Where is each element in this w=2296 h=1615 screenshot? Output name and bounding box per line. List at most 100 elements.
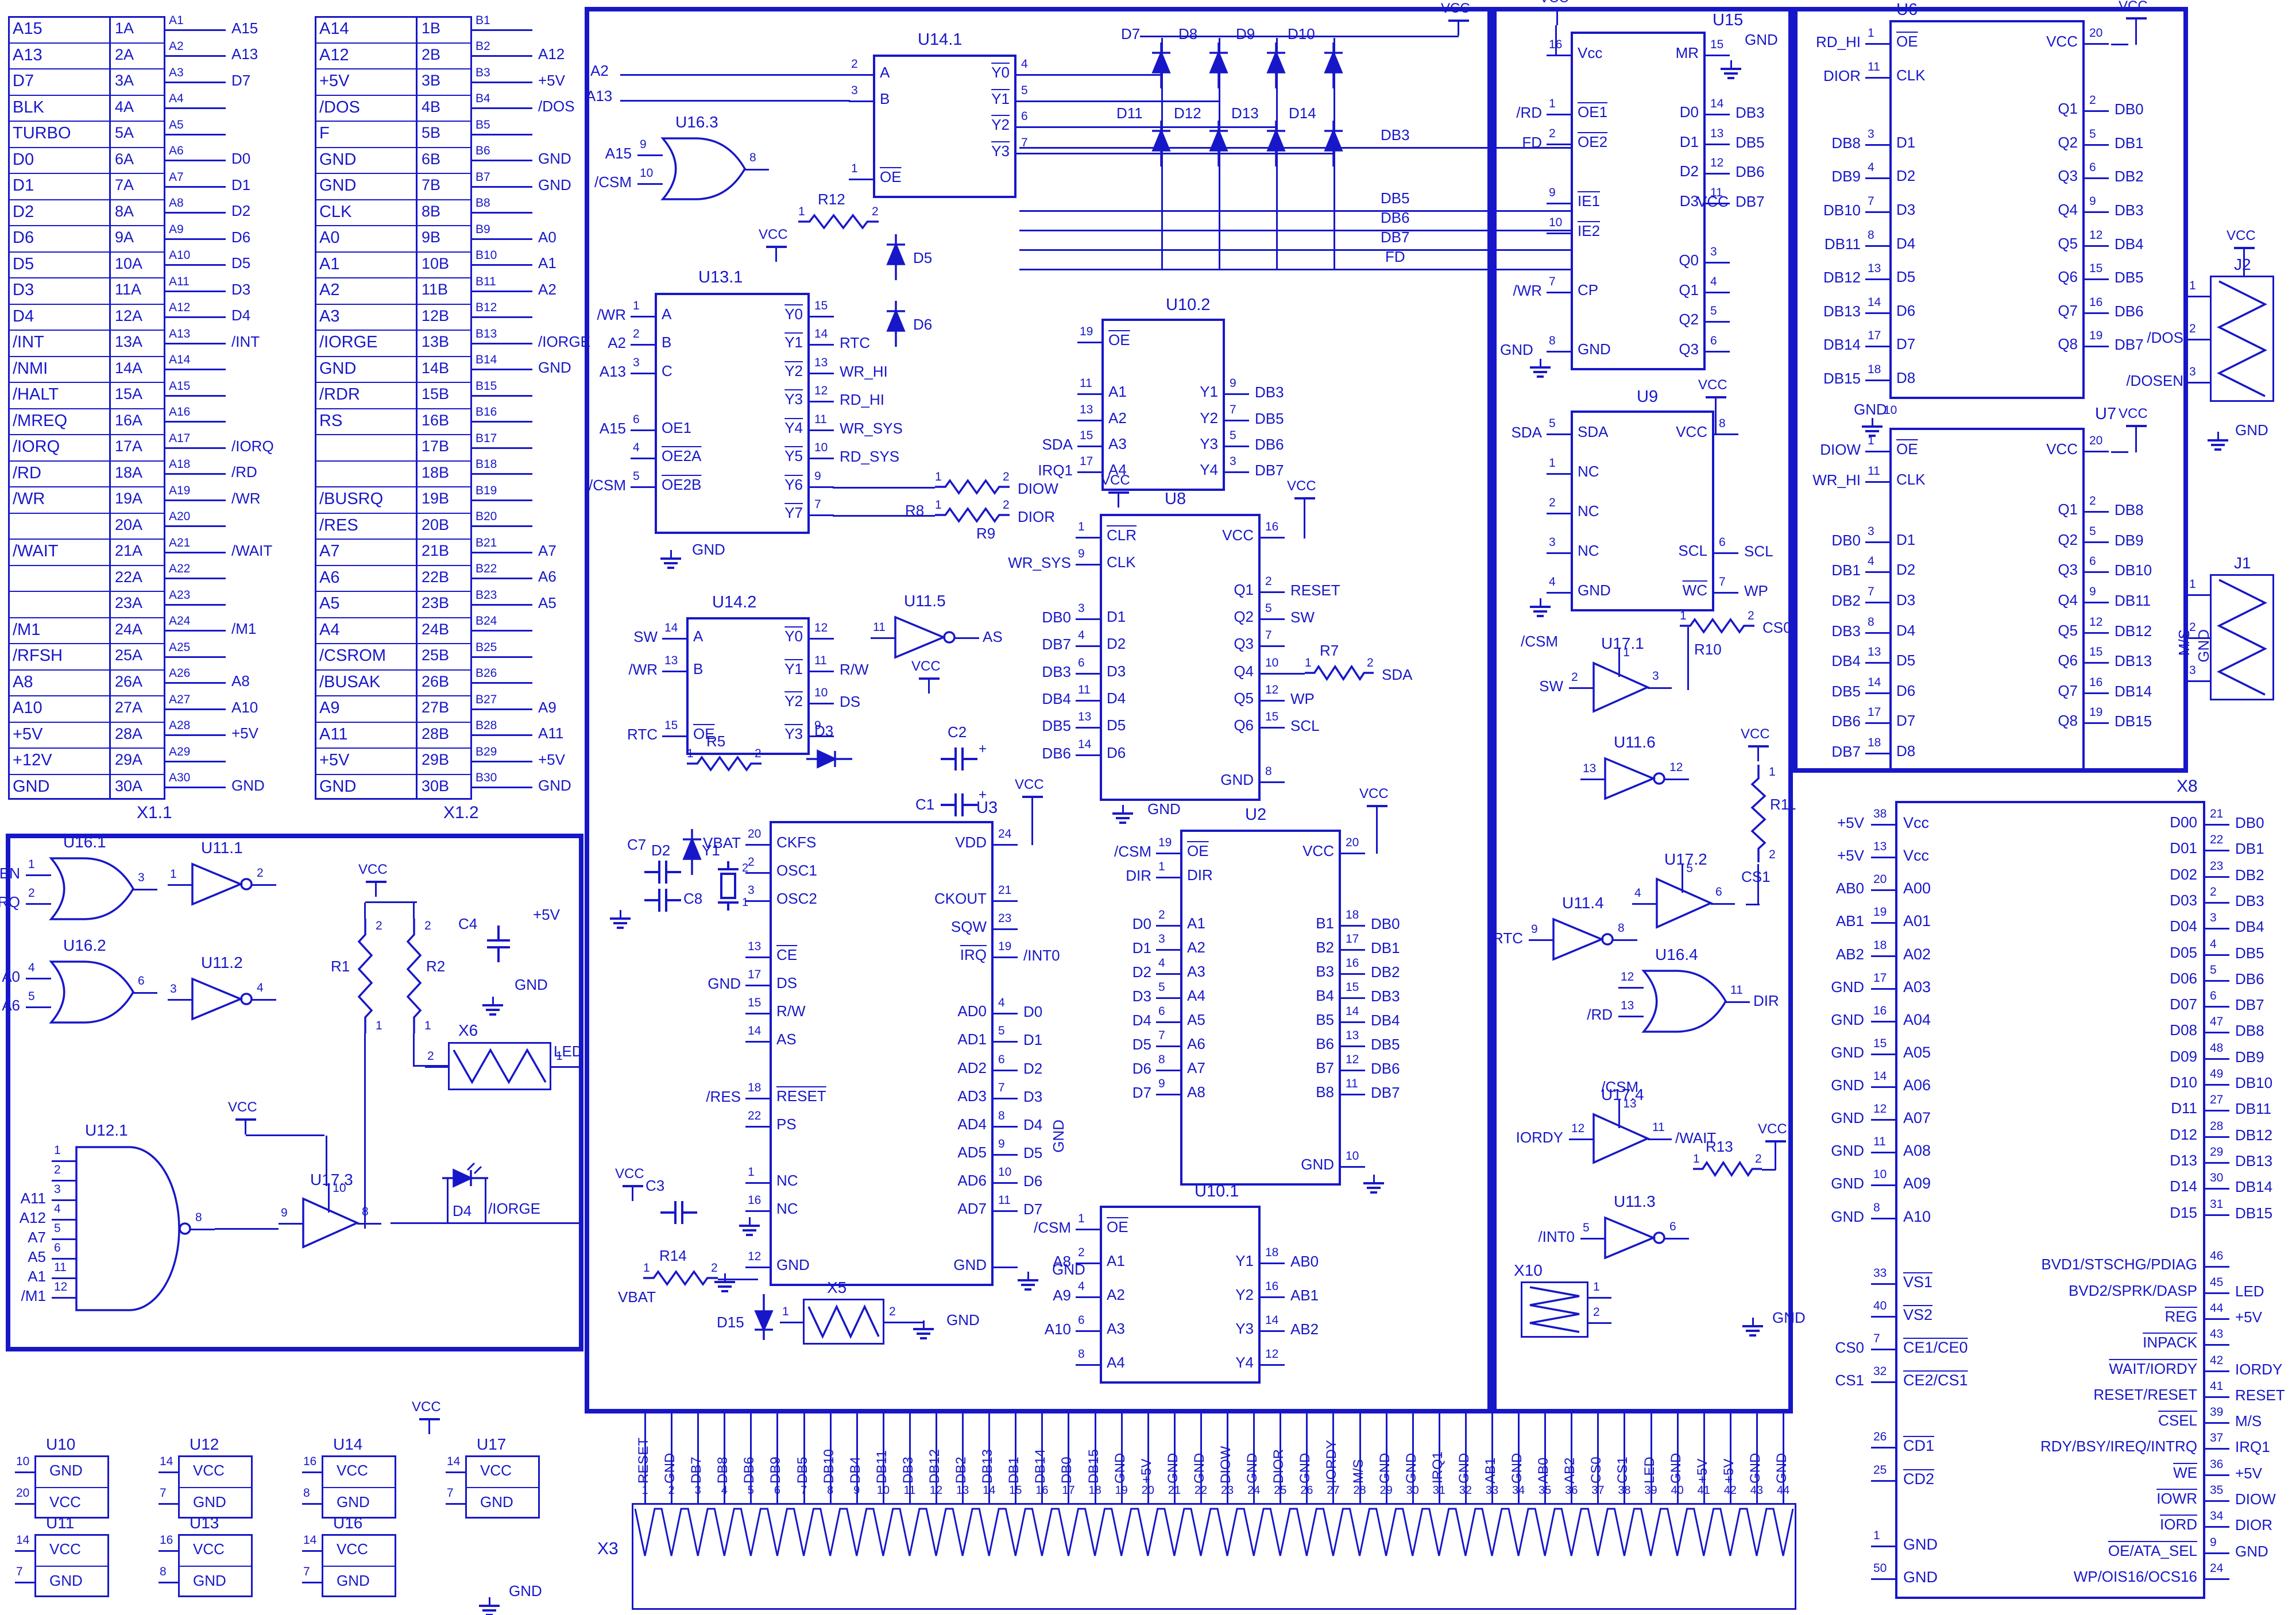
wire [913, 1328, 934, 1330]
wire [165, 238, 226, 240]
wire [718, 1285, 732, 1288]
vcc-symbol-label: VCC [2119, 406, 2148, 421]
wire-label: A25 [169, 640, 191, 654]
pin-number: 2 [742, 862, 749, 874]
pin-number: 12 [1265, 1347, 1279, 1361]
wire [1871, 1315, 1895, 1318]
net-label: D3 [1023, 1087, 1043, 1105]
pin-id: 12B [422, 307, 450, 324]
pin-name: D1 [1107, 608, 1126, 625]
wire-label: A5 [169, 118, 184, 131]
wire [302, 1550, 322, 1552]
pin-number: 4 [1868, 161, 1874, 175]
wire [833, 515, 935, 517]
pin-number: 16 [2089, 295, 2103, 309]
wire [1076, 645, 1100, 648]
pin-number: 41 [2210, 1379, 2224, 1393]
wire [1865, 602, 1889, 603]
wire-label: B27 [476, 692, 497, 706]
pin-id: 18B [422, 463, 450, 481]
pin-name: VS2 [1903, 1306, 1933, 1323]
wire [917, 1333, 930, 1335]
pin-name: CLK [1896, 66, 1926, 84]
pin-number: 15 [2089, 262, 2103, 276]
pin-number: 38 [1618, 1484, 1631, 1497]
pin-name: A7 [1187, 1059, 1205, 1076]
wire [994, 1153, 1018, 1156]
net-label: VCC [1697, 193, 1729, 210]
wire [1706, 114, 1730, 116]
wire [165, 55, 226, 57]
pin-name: OE2B [662, 475, 702, 493]
diode-D6 [886, 301, 906, 347]
net-label: A6 [538, 568, 556, 586]
pin-number: 8 [1158, 1053, 1165, 1066]
pin-name: OE2A [662, 447, 702, 465]
net-label: DB5 [1831, 682, 1861, 700]
pin-name: IE2 [1578, 222, 1601, 239]
pin-name: GND [337, 1572, 370, 1589]
net-label: VBAT [703, 834, 741, 851]
pin-number: 27 [1327, 1484, 1340, 1497]
signal-name: /HALT [13, 385, 59, 404]
x3-net-label: AB2 [1562, 1457, 1578, 1484]
signal-name: A15 [13, 20, 42, 38]
diode-D10 [1324, 42, 1343, 88]
signal-name: /CSROM [319, 646, 386, 665]
wire [1518, 1413, 1520, 1503]
pin-name: Q1 [1679, 281, 1699, 299]
pin-number: 6 [1669, 1220, 1676, 1233]
net-label: DB0 [1042, 609, 1071, 626]
wire [2085, 110, 2109, 113]
net-label: A2 [608, 334, 626, 352]
net-label: /CSM [594, 173, 632, 191]
pin-number: 25 [1873, 1463, 1887, 1477]
pin-number: 18 [1088, 1484, 1101, 1497]
pin-number: 31 [2210, 1197, 2224, 1211]
wire [2205, 1188, 2229, 1190]
net-label: DB10 [1823, 202, 1861, 219]
net-label: GND [538, 176, 571, 193]
pin-id: 25B [422, 646, 450, 664]
wire [662, 735, 686, 737]
net-label: DB4 [1831, 652, 1861, 670]
pin-name: D1 [1896, 530, 1916, 548]
pin-name: D7 [1896, 335, 1916, 353]
gate-title: U11.6 [1614, 733, 1656, 751]
pin-name: D3 [1896, 201, 1916, 218]
wire [1341, 925, 1365, 927]
pin-number: 14 [1710, 97, 1724, 111]
pin-name: A2 [1107, 1286, 1125, 1303]
wire [1706, 173, 1730, 175]
wire [165, 394, 226, 397]
net-label: AS [983, 628, 1003, 645]
gate-title: U11.5 [904, 592, 946, 610]
ic-title: U10 [46, 1435, 76, 1453]
pin-number: 23 [1220, 1484, 1234, 1497]
wire [721, 1290, 728, 1292]
wire [1746, 904, 1760, 905]
wire [1540, 359, 1541, 367]
capacitor-label: C8 [683, 890, 703, 907]
net-label: A7 [538, 541, 556, 559]
pin-number: 25 [1274, 1484, 1287, 1497]
pin-number: 30 [1406, 1484, 1419, 1497]
wire [1031, 812, 1033, 845]
diode-D2 [682, 829, 702, 875]
pin-number: 18 [1868, 363, 1881, 376]
wire [178, 1487, 253, 1488]
pin-number: 6 [998, 1052, 1005, 1066]
wire [1865, 278, 1889, 281]
pin-number: 8 [195, 1211, 202, 1224]
net-label: GND [1772, 1309, 1806, 1326]
pin-name: D05 [2170, 943, 2197, 961]
wire [472, 342, 532, 344]
signal-name: /RDR [319, 385, 360, 404]
net-label: DB5 [1381, 189, 1410, 207]
wire-label: A6 [169, 144, 184, 158]
pin-number: 16 [1265, 520, 1279, 533]
pin-number: 6 [774, 1484, 781, 1497]
wire [1027, 1272, 1029, 1280]
pin-number: 13 [814, 355, 828, 369]
x3-net-label: +5V [1138, 1458, 1154, 1484]
